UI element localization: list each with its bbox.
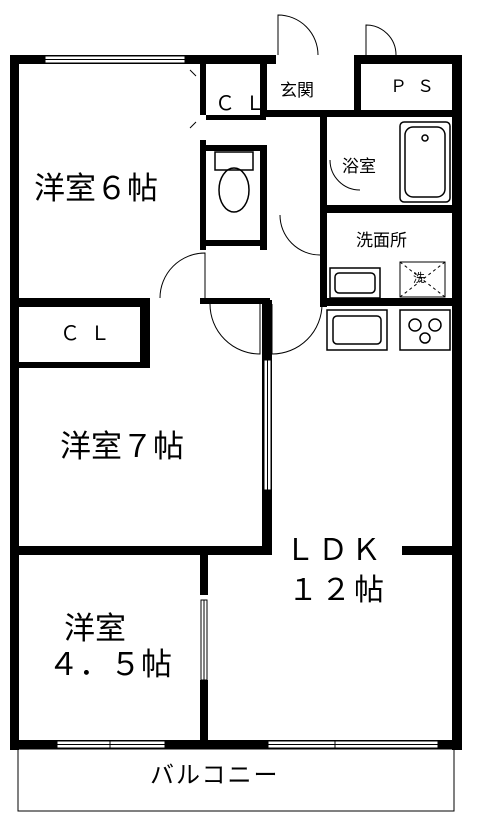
wash-basin bbox=[329, 267, 381, 299]
room-western-6-label: 洋室６帖 bbox=[34, 171, 158, 207]
closet-upper-label: ＣＬ bbox=[215, 91, 275, 115]
kitchen-sink bbox=[326, 309, 388, 351]
balcony bbox=[17, 748, 455, 812]
room-ldk-label-line2: １２帖 bbox=[288, 573, 387, 608]
closet-lower-label: ＣＬ bbox=[60, 321, 120, 345]
washer-label: 洗 bbox=[413, 271, 426, 285]
bathtub bbox=[399, 121, 451, 203]
closet-marks bbox=[189, 69, 197, 129]
windows bbox=[44, 55, 439, 749]
room-western-45-label-line2: ４．５帖 bbox=[48, 647, 172, 683]
room-entrance-label: 玄関 bbox=[280, 81, 314, 101]
sliding-door bbox=[263, 359, 272, 491]
toilet bbox=[214, 151, 254, 213]
room-bathroom-label: 浴室 bbox=[342, 157, 376, 177]
room-pipe-space-label: ＰＳ bbox=[390, 77, 444, 97]
sliding-door-45 bbox=[200, 599, 208, 681]
room-washroom-label: 洗面所 bbox=[356, 231, 407, 251]
washing-machine bbox=[399, 261, 446, 298]
room-ldk-label-line1: ＬＤＫ bbox=[285, 533, 384, 568]
balcony-label: バルコニー bbox=[150, 761, 280, 789]
room-western-45-label-line1: 洋室 bbox=[64, 611, 126, 647]
stove bbox=[399, 309, 451, 351]
room-western-7-label: 洋室７帖 bbox=[60, 429, 184, 465]
door-swings bbox=[159, 14, 397, 355]
